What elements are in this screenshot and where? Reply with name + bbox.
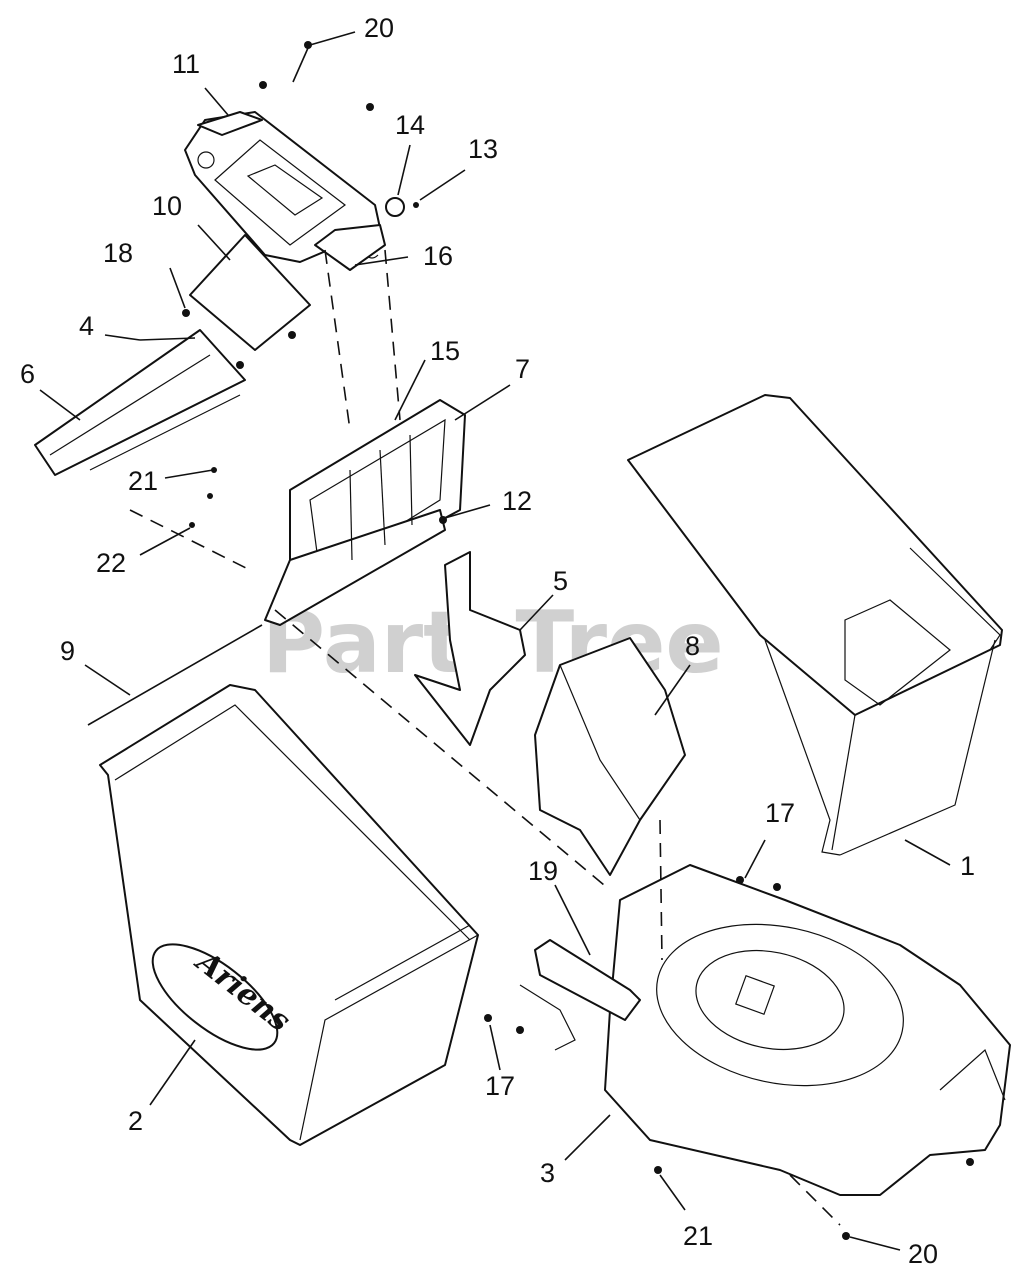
callout-22: 22 [96,548,126,578]
callout-19: 19 [528,856,558,886]
part-plate [189,234,311,351]
callout-13: 13 [468,134,498,164]
part-rod [87,624,263,726]
callout-9: 9 [60,636,75,666]
hardware-fasteners [182,41,974,1240]
callout-2: 2 [128,1106,143,1136]
part-hinge [314,224,386,271]
callout-11: 11 [172,49,200,79]
callout-14: 14 [395,110,425,140]
callout-18: 18 [103,238,133,268]
callout-17-right: 17 [765,798,795,828]
callout-12: 12 [502,486,532,516]
callout-labels: 20 11 14 13 10 16 18 4 15 7 6 21 12 22 5… [20,13,975,1269]
callout-10: 10 [152,191,182,221]
callout-8: 8 [685,631,700,661]
callout-20-top: 20 [364,13,394,43]
leader-lines [39,31,951,1251]
part-catcher-frame [627,394,1003,856]
callout-16: 16 [423,241,453,271]
part-knob [385,197,405,217]
part-frame-bracket [264,399,466,626]
callout-7: 7 [515,354,530,384]
callout-20-bottom: 20 [908,1239,938,1269]
callout-17-left: 17 [485,1071,515,1101]
part-deflector [34,329,246,476]
callout-6: 6 [20,359,35,389]
callout-21-bottom: 21 [683,1221,713,1251]
callout-21-left: 21 [128,466,158,496]
part-bag: Ariens [99,684,479,1146]
callout-15: 15 [430,336,460,366]
part-discharge-cone [534,637,686,876]
part-mower-deck [519,864,1011,1196]
callout-4: 4 [79,311,94,341]
callout-3: 3 [540,1158,555,1188]
callout-5: 5 [553,566,568,596]
part-chute [414,551,526,746]
callout-1: 1 [960,851,975,881]
